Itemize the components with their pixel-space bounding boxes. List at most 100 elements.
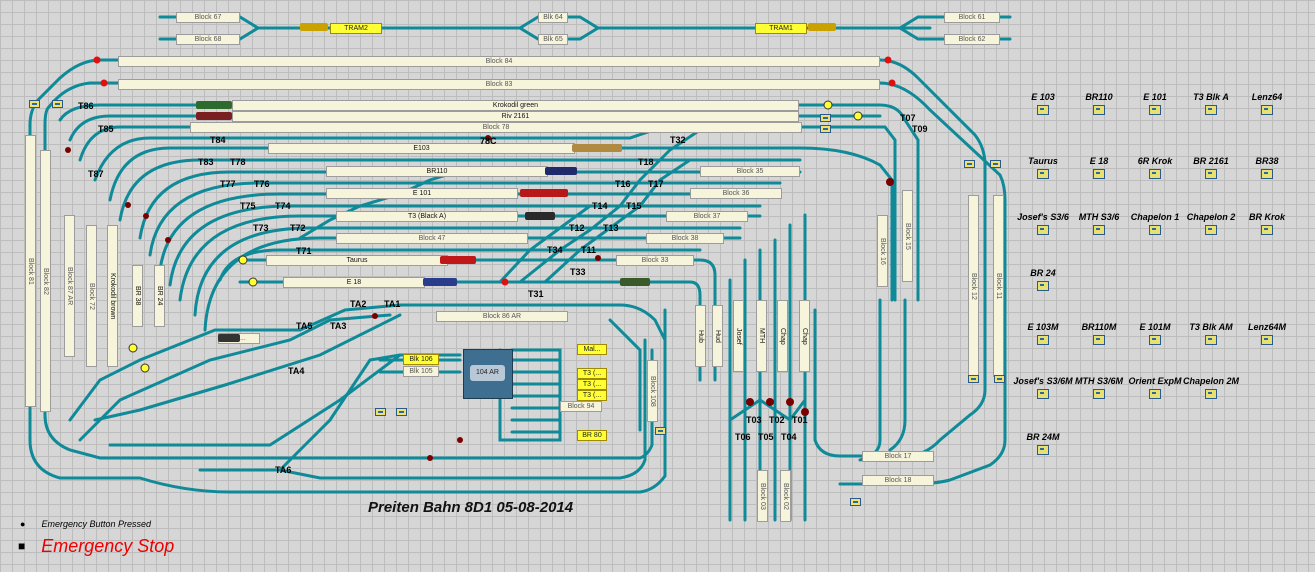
loco-panel-item[interactable]: E 103M — [1008, 322, 1078, 345]
loco-panel-item[interactable]: MTH S3/6 — [1064, 212, 1134, 235]
turnout-t34[interactable]: T34 — [547, 245, 563, 255]
turnout-t01[interactable]: T01 — [792, 415, 808, 425]
loco-select-button[interactable] — [1205, 335, 1217, 345]
block-17[interactable]: Block 17 — [862, 451, 934, 462]
block-br38[interactable]: BR 38 — [132, 265, 143, 327]
loco-select-button[interactable] — [1037, 225, 1049, 235]
loco-panel-item[interactable]: T3 Blk A — [1176, 92, 1246, 115]
block-106[interactable]: Blk 106 — [403, 354, 439, 365]
turnout-t73[interactable]: T73 — [253, 223, 269, 233]
block-64[interactable]: Blk 64 — [538, 12, 568, 23]
loco-panel-item[interactable]: BR 24 — [1008, 268, 1078, 291]
track-button[interactable] — [850, 498, 861, 506]
loco-panel-item[interactable]: 6R Krok — [1120, 156, 1190, 179]
turnout-t32[interactable]: T32 — [670, 135, 686, 145]
block-16[interactable]: Block 16 — [877, 215, 888, 287]
block-tram2[interactable]: TRAM2 — [330, 23, 382, 34]
track-button[interactable] — [820, 125, 831, 133]
loco-panel-item[interactable]: MTH S3/6M — [1064, 376, 1134, 399]
block-krokodil-green[interactable]: Krokodil green — [232, 100, 799, 111]
track-button[interactable] — [968, 375, 979, 383]
loco-panel-item[interactable]: E 101M — [1120, 322, 1190, 345]
track-button[interactable] — [29, 100, 40, 108]
turnout-t07[interactable]: T07 — [900, 113, 916, 123]
loco-panel-item[interactable]: BR38 — [1232, 156, 1302, 179]
track-button[interactable] — [655, 427, 666, 435]
block-hud[interactable]: Hud — [712, 305, 723, 367]
track-button[interactable] — [396, 408, 407, 416]
loco-select-button[interactable] — [1093, 169, 1105, 179]
turnout-t78[interactable]: T78 — [230, 157, 246, 167]
turnout-t77[interactable]: T77 — [220, 179, 236, 189]
block-br110[interactable]: BR110 — [326, 166, 548, 177]
loco-panel-item[interactable]: E 18 — [1064, 156, 1134, 179]
block-61[interactable]: Block 61 — [944, 12, 1000, 23]
turnout-ta4[interactable]: TA4 — [288, 366, 305, 376]
block-78[interactable]: Block 78 — [190, 122, 802, 133]
loco-panel-item[interactable]: Josef's S3/6 — [1008, 212, 1078, 235]
block-br80[interactable]: BR 80 — [577, 430, 607, 441]
turnout-t05[interactable]: T05 — [758, 432, 774, 442]
loco-select-button[interactable] — [1261, 169, 1273, 179]
turnout-t04[interactable]: T04 — [781, 432, 797, 442]
block-e101[interactable]: E 101 — [326, 188, 518, 199]
turnout-t86[interactable]: T86 — [78, 101, 94, 111]
turnout-t87[interactable]: T87 — [88, 169, 104, 179]
loco-select-button[interactable] — [1149, 105, 1161, 115]
block-84[interactable]: Block 84 — [118, 56, 880, 67]
block-br24[interactable]: BR 24 — [154, 265, 165, 327]
block-t3-black-a[interactable]: T3 (Black A) — [336, 211, 518, 222]
loco-panel-item[interactable]: Chapelon 1 — [1120, 212, 1190, 235]
loco-panel-item[interactable]: Chapelon 2M — [1176, 376, 1246, 399]
block-tram1[interactable]: TRAM1 — [755, 23, 807, 34]
loco-select-button[interactable] — [1205, 225, 1217, 235]
block-krokodil-brown[interactable]: Krokodil brown — [107, 225, 118, 367]
block-mal[interactable]: Mal... — [577, 344, 607, 355]
turnout-t15[interactable]: T15 — [626, 201, 642, 211]
turnout-t09[interactable]: T09 — [912, 124, 928, 134]
turnout-t72[interactable]: T72 — [290, 223, 306, 233]
turnout-t33[interactable]: T33 — [570, 267, 586, 277]
turnout-t74[interactable]: T74 — [275, 201, 291, 211]
block-e18[interactable]: E 18 — [283, 277, 425, 288]
block-67[interactable]: Block 67 — [176, 12, 240, 23]
block-02[interactable]: Block 02 — [780, 470, 791, 522]
loco-panel-item[interactable]: Taurus — [1008, 156, 1078, 179]
block-chap-1[interactable]: Chap — [777, 300, 788, 372]
block-81[interactable]: Block 81 — [25, 135, 36, 407]
track-button[interactable] — [964, 160, 975, 168]
block-t3-c[interactable]: T3 (... — [577, 390, 607, 401]
turnout-ta5[interactable]: TA5 — [296, 321, 313, 331]
block-82[interactable]: Block 82 — [40, 150, 51, 412]
loco-panel-item[interactable]: E 103 — [1008, 92, 1078, 115]
turnout-t13[interactable]: T13 — [603, 223, 619, 233]
block-12[interactable]: Block 12 — [968, 195, 979, 377]
turnout-t75[interactable]: T75 — [240, 201, 256, 211]
block-hub[interactable]: Hub — [695, 305, 706, 367]
block-e103[interactable]: E103 — [268, 143, 575, 154]
block-47[interactable]: Block 47 — [336, 233, 528, 244]
loco-select-button[interactable] — [1149, 335, 1161, 345]
loco-select-button[interactable] — [1149, 389, 1161, 399]
turnout-ta1[interactable]: TA1 — [384, 299, 401, 309]
block-t3-b[interactable]: T3 (... — [577, 379, 607, 390]
block-108[interactable]: Block 108 — [647, 360, 658, 422]
turnout-t18[interactable]: T18 — [638, 157, 654, 167]
block-33[interactable]: Block 33 — [616, 255, 694, 266]
turnout-t11[interactable]: T11 — [581, 245, 597, 255]
turnout-t76[interactable]: T76 — [254, 179, 270, 189]
turnout-t17[interactable]: T17 — [648, 179, 664, 189]
loco-select-button[interactable] — [1093, 389, 1105, 399]
turntable-hub[interactable]: 104 AR — [463, 349, 513, 399]
loco-panel-item[interactable]: BR Krok — [1232, 212, 1302, 235]
loco-panel-item[interactable]: Orient ExpM — [1120, 376, 1190, 399]
block-chap-2[interactable]: Chap — [799, 300, 810, 372]
loco-select-button[interactable] — [1205, 389, 1217, 399]
loco-select-button[interactable] — [1093, 225, 1105, 235]
loco-select-button[interactable] — [1037, 169, 1049, 179]
turnout-ta3[interactable]: TA3 — [330, 321, 347, 331]
loco-select-button[interactable] — [1093, 335, 1105, 345]
block-72[interactable]: Block 72 — [86, 225, 97, 367]
loco-select-button[interactable] — [1037, 281, 1049, 291]
block-38[interactable]: Block 38 — [646, 233, 724, 244]
